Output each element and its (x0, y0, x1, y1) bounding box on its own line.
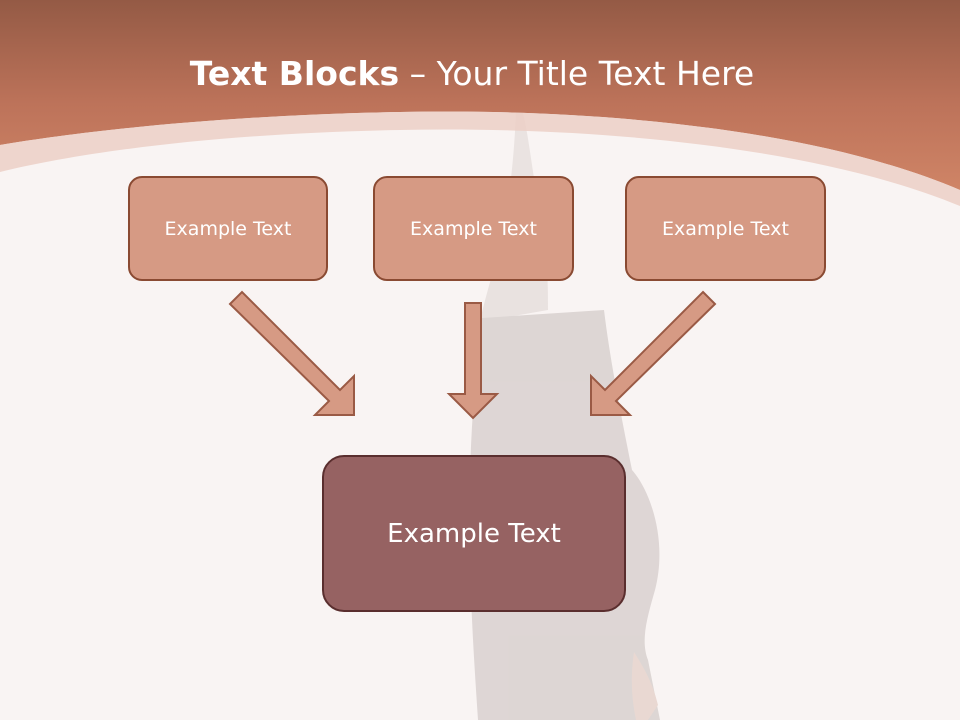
text-block-1-label: Example Text (164, 217, 292, 240)
title-rest-part: Your Title Text Here (436, 54, 755, 93)
header-band (0, 0, 960, 190)
text-block-2-label: Example Text (410, 217, 537, 240)
title-separator: – (399, 54, 437, 93)
slide-title: Text Blocks – Your Title Text Here (0, 52, 944, 96)
text-block-result-label: Example Text (387, 518, 561, 549)
text-block-1: Example Text (128, 176, 328, 281)
arrow-right (590, 290, 717, 416)
text-block-result: Example Text (322, 455, 626, 612)
title-bold-part: Text Blocks (189, 54, 400, 93)
arrow-left (228, 290, 355, 416)
text-block-3: Example Text (625, 176, 826, 281)
header-swoosh (0, 111, 960, 206)
text-block-3-label: Example Text (662, 217, 789, 240)
arrow-center (446, 302, 500, 420)
text-block-2: Example Text (373, 176, 574, 281)
